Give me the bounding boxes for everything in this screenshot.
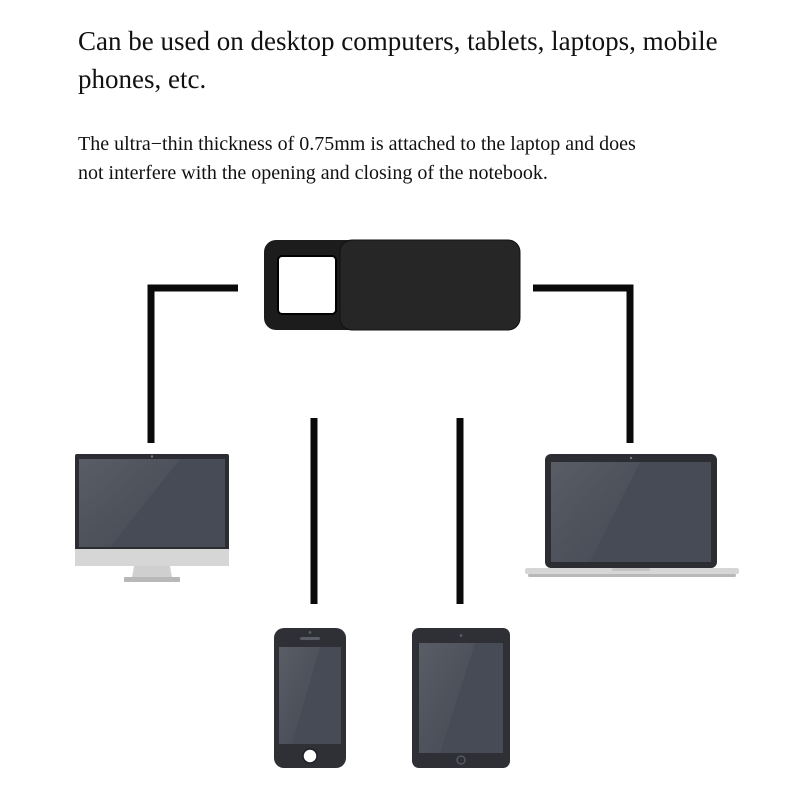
description: The ultra−thin thickness of 0.75mm is at…: [78, 133, 636, 184]
connector-line-desktop: [147, 284, 238, 443]
headline: Can be used on desktop computers, tablet…: [78, 26, 718, 94]
laptop-icon: [525, 454, 739, 577]
connector-line-laptop: [533, 284, 634, 443]
smartphone-icon: [274, 628, 346, 768]
webcam-cover-icon: [264, 239, 521, 331]
connector-lines: [147, 284, 634, 604]
desktop-monitor-icon: [75, 454, 229, 582]
tablet-icon: [412, 628, 510, 768]
